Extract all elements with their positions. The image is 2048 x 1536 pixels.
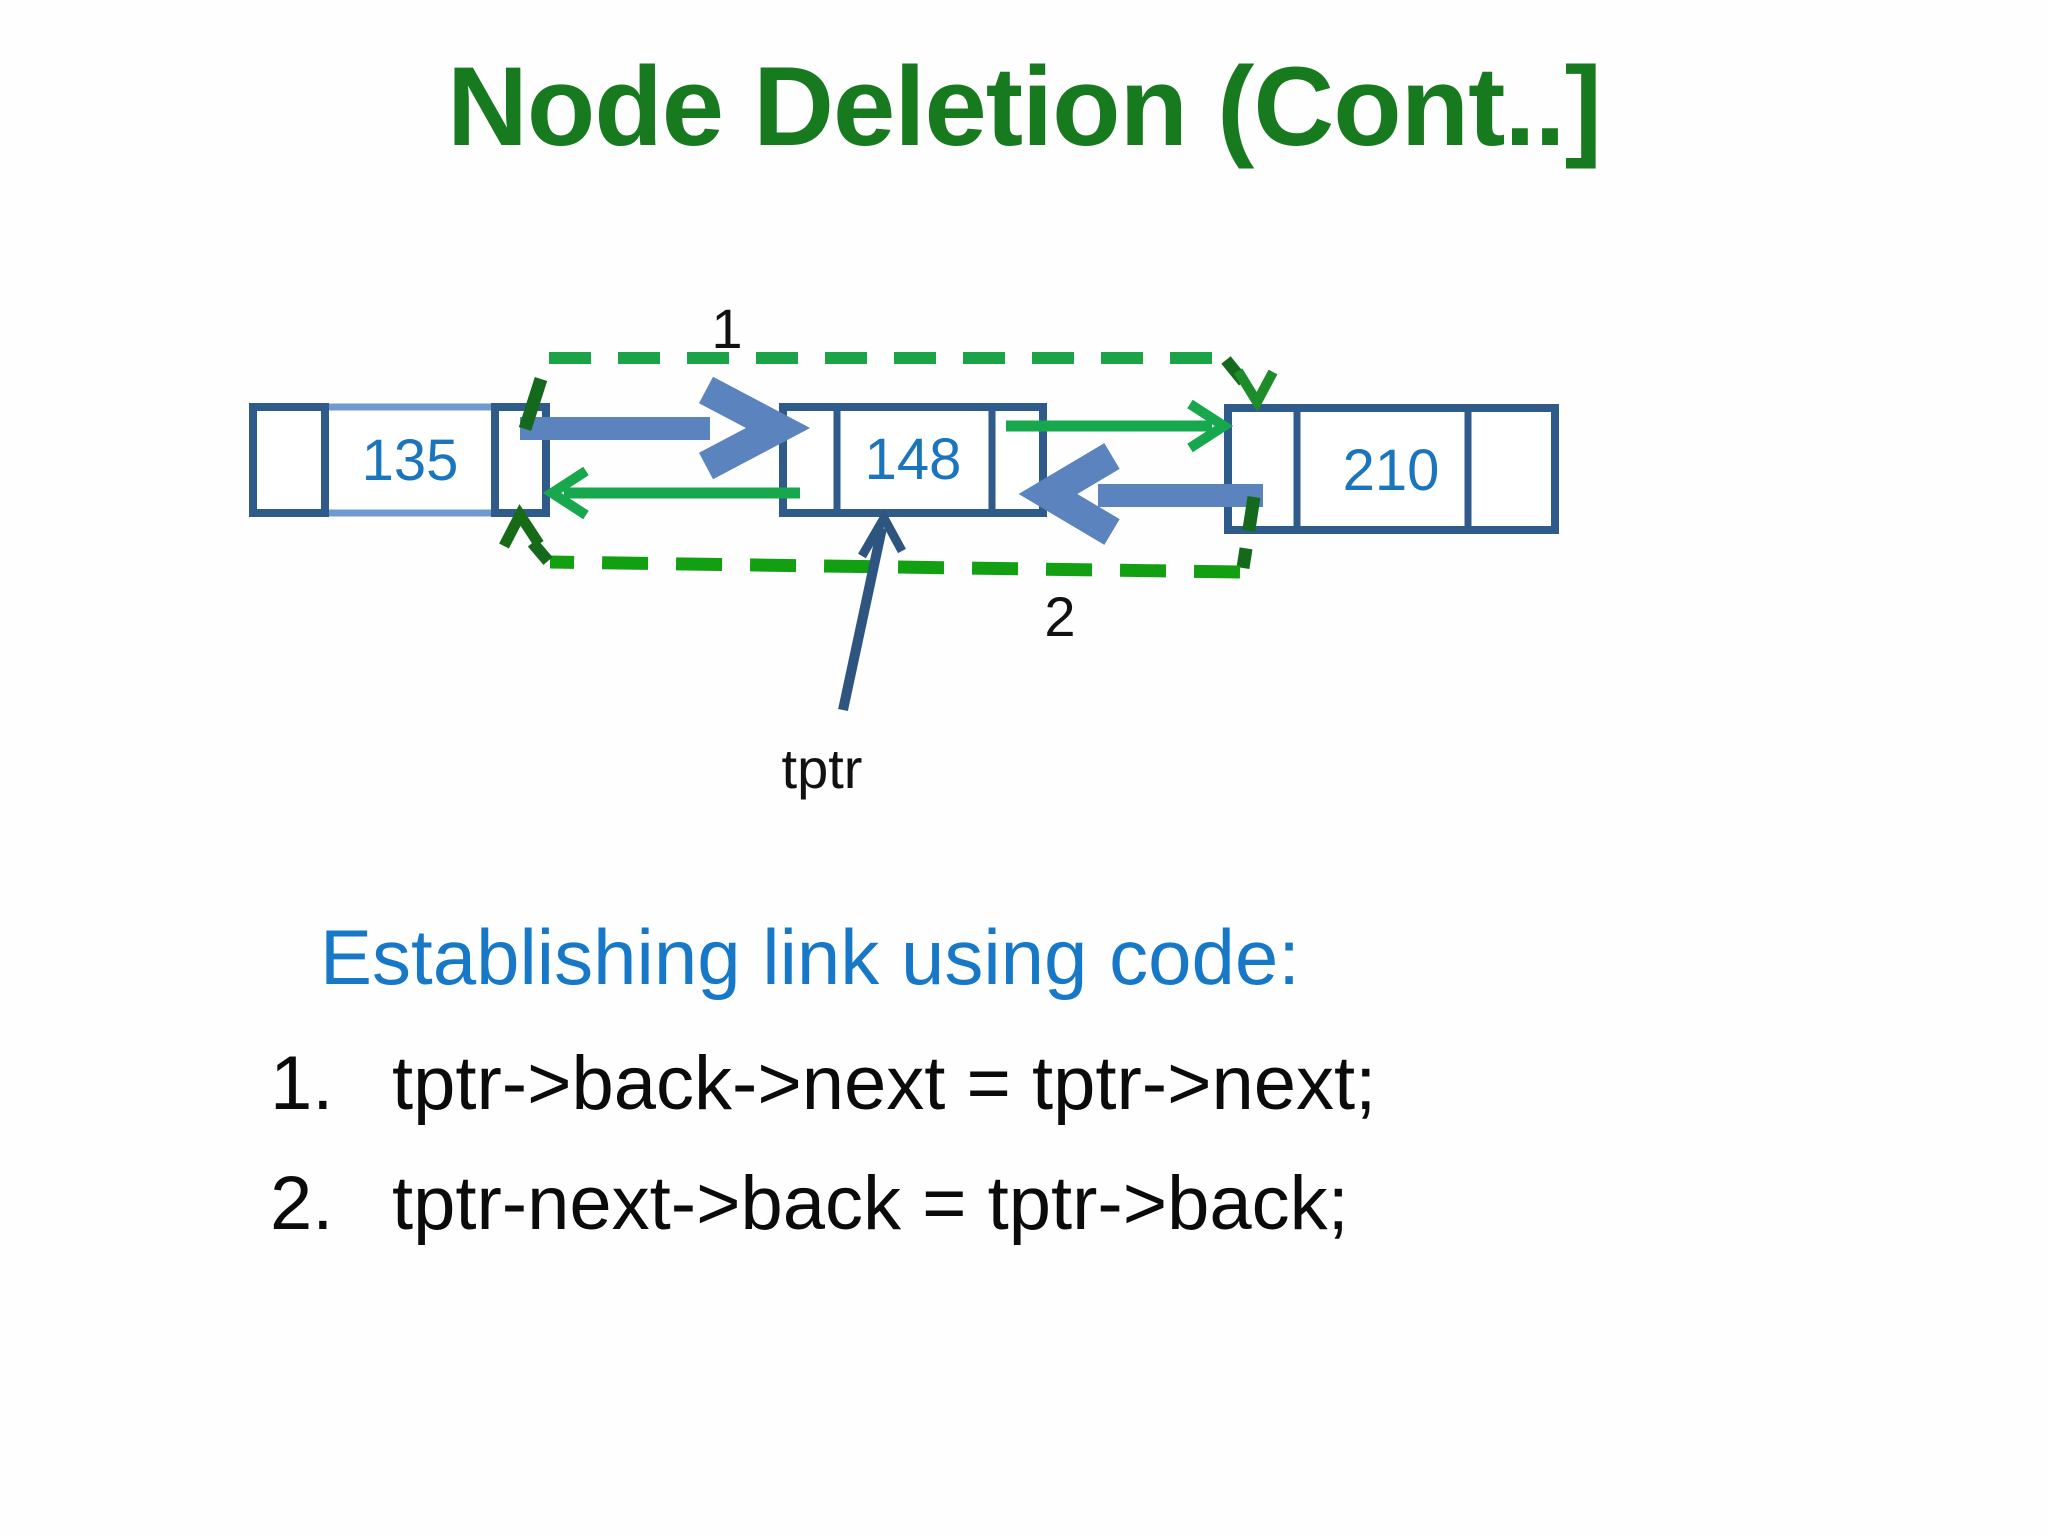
thick-blue-arrow-right: [520, 376, 811, 480]
slide-title: Node Deletion (Cont..]: [447, 44, 1602, 169]
step2-label: 2: [1044, 585, 1075, 648]
tptr-label: tptr: [782, 737, 863, 800]
green-next-arrow: [1006, 399, 1234, 453]
node-148: 148: [779, 403, 1047, 517]
node-135-back-cell: [249, 403, 329, 517]
node-135: 135: [249, 403, 550, 517]
code-line-2-text: tptr-next->back = tptr->back;: [392, 1161, 1349, 1246]
code-line-2: 2. tptr-next->back = tptr->back;: [270, 1160, 1349, 1247]
section-heading: Establishing link using code:: [320, 913, 1300, 1001]
code-line-1-text: tptr->back->next = tptr->next;: [392, 1041, 1377, 1126]
step1-label: 1: [711, 297, 742, 360]
node-135-value: 135: [362, 428, 459, 493]
code-line-1: 1. tptr->back->next = tptr->next;: [270, 1040, 1376, 1127]
node-148-value: 148: [865, 427, 962, 492]
node-210-value: 210: [1343, 438, 1440, 503]
node-148-body: [779, 403, 1047, 517]
dashed-step2-path: [499, 496, 1261, 579]
linked-list-diagram: 135 148 210: [249, 297, 1559, 800]
dashed-step1-path: [518, 352, 1278, 431]
code-line-1-number: 1.: [270, 1041, 334, 1126]
thick-blue-arrow-left: [1018, 443, 1263, 545]
green-back-arrow: [542, 466, 800, 520]
code-line-2-number: 2.: [270, 1161, 334, 1246]
tptr-arrow: [838, 508, 906, 712]
node-210-body: [1224, 404, 1559, 534]
node-210: 210: [1224, 404, 1559, 534]
